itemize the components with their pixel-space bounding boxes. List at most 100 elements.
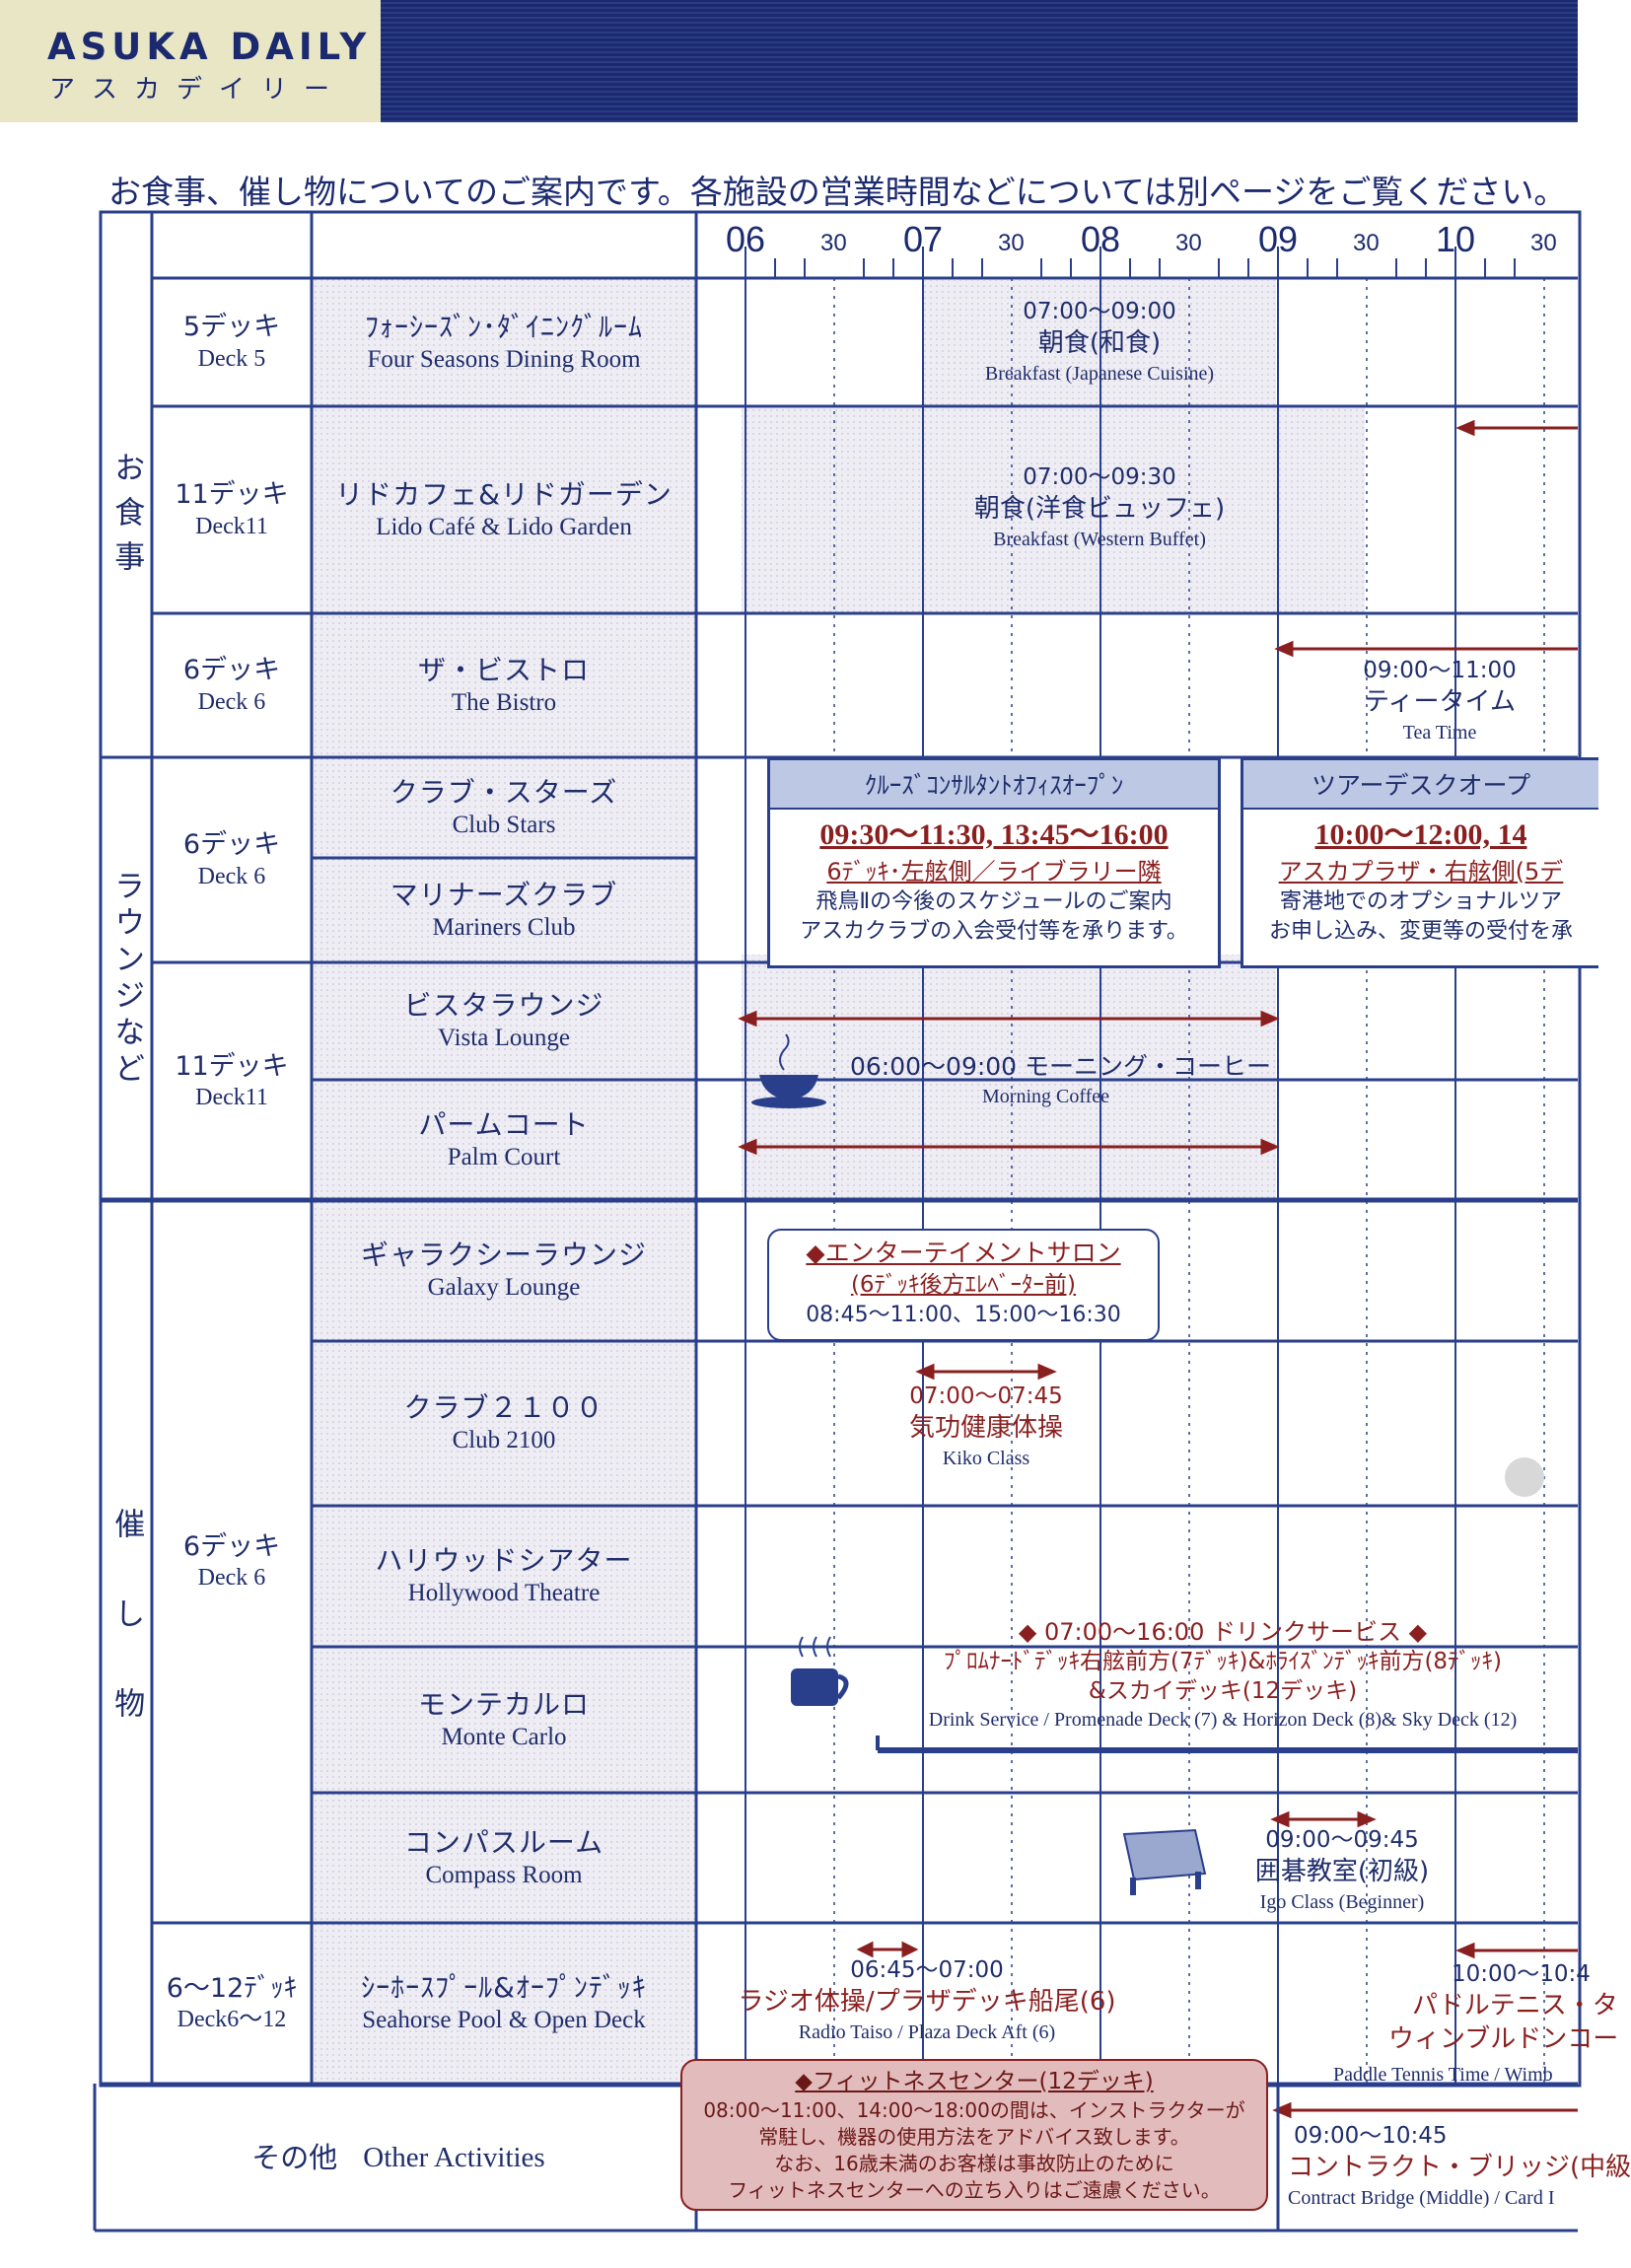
consultant-time: 09:30〜11:30, 13:45〜16:00 — [819, 818, 1169, 851]
header-stripe-panel — [381, 0, 1578, 122]
venue-en: Hollywood Theatre — [407, 1580, 601, 1607]
venue-jp: ビスタラウンジ — [403, 989, 604, 1023]
venue-en: Compass Room — [425, 1861, 583, 1888]
consultant-desc: 飛鳥Ⅱの今後のスケジュールのご案内 — [816, 888, 1172, 914]
venue-jp: ザ・ビストロ — [417, 653, 590, 686]
consultant-office-box: ｸﾙｰｽﾞｺﾝｻﾙﾀﾝﾄｵﾌｨｽｵｰﾌﾟﾝ 09:30〜11:30, 13:45… — [767, 757, 1221, 968]
salon-location: (6ﾃﾞｯｷ後方ｴﾚﾍﾞｰﾀｰ前) — [850, 1271, 1077, 1298]
event-title-en: Kiko Class — [942, 1447, 1030, 1469]
fitness-center-box: ◆フィットネスセンター(12デッキ) 08:00〜11:00、14:00〜18:… — [680, 2059, 1268, 2211]
tourdesk-head: ツアーデスクオープ — [1243, 760, 1598, 810]
venue-en: Lido Café & Lido Garden — [376, 513, 632, 540]
event-title-jp: コントラクト・ブリッジ(中級 — [1288, 2152, 1631, 2182]
venue-column-shade — [312, 278, 696, 2085]
event-title-en: Igo Class (Beginner) — [1259, 1890, 1425, 1913]
event-time: 09:00〜10:45 — [1294, 2123, 1448, 2149]
brand-title-jp: アスカデイリー — [49, 75, 347, 105]
event-time: 06:45〜07:00 — [850, 1957, 1004, 1983]
go-board-icon — [1122, 1828, 1207, 1895]
event-title-jp: 気功健康体操 — [908, 1412, 1063, 1443]
event-igo-class: 09:00〜09:45 囲碁教室(初級) Igo Class (Beginner… — [1229, 1826, 1455, 1915]
deck-en: Deck6〜12 — [177, 2007, 287, 2033]
venue-jp: モンテカルロ — [417, 1687, 590, 1721]
event-title-en: Morning Coffee — [982, 1085, 1110, 1107]
event-tea-time: 09:00〜11:00 ティータイム Tea Time — [1321, 657, 1558, 745]
category-label: 催し物 — [108, 1507, 145, 1777]
fitness-line: 08:00〜11:00、14:00〜18:00の間は、インストラクターが — [703, 2098, 1245, 2123]
deck-jp: 6〜12ﾃﾞｯｷ — [166, 1972, 298, 2004]
event-radio-taiso: 06:45〜07:00 ラジオ体操/プラザデッキ船尾(6) Radio Tais… — [730, 1956, 1124, 2045]
venue-en: Club 2100 — [452, 1427, 556, 1454]
event-time: 10:00〜10:4 — [1452, 1961, 1591, 1987]
deck-jp: 6デッキ — [182, 829, 281, 861]
hour-label: 07 — [903, 219, 944, 259]
event-breakfast-japanese: 07:00〜09:00 朝食(和食) Breakfast (Japanese C… — [923, 298, 1276, 387]
salon-title: ◆エンターテイメントサロン — [806, 1239, 1121, 1267]
hour-label: 10 — [1436, 219, 1476, 259]
consultant-location: 6ﾃﾞｯｷ･左舷側／ライブラリー隣 — [826, 857, 1162, 886]
drink-locations-2: &スカイデッキ(12デッキ) — [1088, 1678, 1358, 1705]
binder-hole — [1505, 1457, 1544, 1497]
category-events: 催し物 — [101, 1200, 152, 2084]
deck-en: Deck11 — [195, 513, 268, 539]
fitness-line: フィットネスセンターへの立ち入りはご遠慮ください。 — [728, 2178, 1221, 2203]
consultant-desc: アスカクラブの入会受付等を承ります。 — [800, 918, 1188, 944]
event-contract-bridge: 09:00〜10:45 コントラクト・ブリッジ(中級 Contract Brid… — [1288, 2122, 1631, 2211]
intro-text: お食事、催し物についてのご案内です。各施設の営業時間などについては別ページをご覧… — [108, 173, 1567, 211]
brand-title-en: ASUKA DAILY — [47, 26, 372, 68]
breakfast-buffet-block — [742, 408, 1365, 613]
consultant-head: ｸﾙｰｽﾞｺﾝｻﾙﾀﾝﾄｵﾌｨｽｵｰﾌﾟﾝ — [770, 760, 1218, 810]
category-dining: お食事 — [101, 278, 152, 757]
venue-en: Vista Lounge — [438, 1025, 570, 1052]
half-hour-label: 30 — [820, 230, 847, 256]
half-hour-label: 30 — [1353, 230, 1380, 256]
event-title-en: Contract Bridge (Middle) / Card I — [1288, 2186, 1555, 2209]
venue-jp: クラブ・スターズ — [390, 775, 618, 809]
coffee-cup-icon — [751, 1033, 826, 1108]
venue-jp: コンパスルーム — [403, 1825, 604, 1859]
other-en: Other Activities — [363, 2141, 545, 2173]
drink-locations: ﾌﾟﾛﾑﾅｰﾄﾞﾃﾞｯｷ右舷前方(7ﾃﾞｯｷ)&ﾎﾗｲｽﾞﾝﾃﾞｯｷ前方(8ﾃﾞ… — [943, 1649, 1503, 1675]
deck-jp: 6デッキ — [182, 655, 281, 686]
fitness-line: 常駐し、機器の使用方法をアドバイス致します。 — [758, 2125, 1190, 2150]
header-left-panel — [0, 0, 381, 122]
drink-title: ◆ 07:00〜16:00 ドリンクサービス ◆ — [1018, 1618, 1428, 1646]
event-drink-service: ◆ 07:00〜16:00 ドリンクサービス ◆ ﾌﾟﾛﾑﾅｰﾄﾞﾃﾞｯｷ右舷前… — [868, 1617, 1578, 1733]
venue-jp: クラブ２１００ — [403, 1391, 604, 1425]
event-title-jp: 朝食(和食) — [1037, 327, 1162, 358]
venue-en: Mariners Club — [432, 913, 576, 941]
event-title-en: Tea Time — [1402, 721, 1477, 744]
tourdesk-desc: 寄港地でのオプショナルツア — [1279, 888, 1562, 914]
event-title-en: Breakfast (Western Buffet) — [993, 528, 1206, 550]
deck-en: Deck 5 — [197, 345, 266, 372]
drink-en: Drink Service / Promenade Deck (7) & Hor… — [928, 1708, 1518, 1731]
deck-jp: 11デッキ — [175, 1050, 289, 1082]
event-title-jp-2: ウィンブルドンコー — [1388, 2023, 1619, 2054]
venue-en: Four Seasons Dining Room — [367, 345, 641, 373]
entertainment-salon-box: ◆エンターテイメントサロン (6ﾃﾞｯｷ後方ｴﾚﾍﾞｰﾀｰ前) 08:45〜11… — [767, 1229, 1160, 1341]
hour-label: 08 — [1081, 219, 1121, 259]
event-breakfast-buffet: 07:00〜09:30 朝食(洋食ビュッフェ) Breakfast (Weste… — [923, 463, 1276, 552]
other-activities-cell: その他 Other Activities — [101, 2084, 696, 2232]
venue-jp: ﾌｫｰｼｰｽﾞﾝ･ﾀﾞｲﾆﾝｸﾞﾙｰﾑ — [364, 310, 643, 343]
salon-times: 08:45〜11:00、15:00〜16:30 — [806, 1302, 1121, 1327]
event-paddle-tennis: 10:00〜10:4 パドルテニス・タ ウィンブルドンコー Paddle Ten… — [1333, 1960, 1619, 2088]
other-jp: その他 — [251, 2140, 338, 2174]
event-kiko-class: 07:00〜07:45 気功健康体操 Kiko Class — [868, 1382, 1104, 1471]
event-time: 07:00〜07:45 — [909, 1383, 1063, 1409]
event-time: 07:00〜09:00 — [1023, 299, 1176, 324]
event-title-jp: ラジオ体操/プラザデッキ船尾(6) — [738, 1986, 1116, 2017]
deck-jp: 6デッキ — [182, 1530, 281, 1562]
tour-desk-box: ツアーデスクオープ 10:00〜12:00, 14 アスカプラザ・右舷側(5デ … — [1241, 757, 1598, 968]
